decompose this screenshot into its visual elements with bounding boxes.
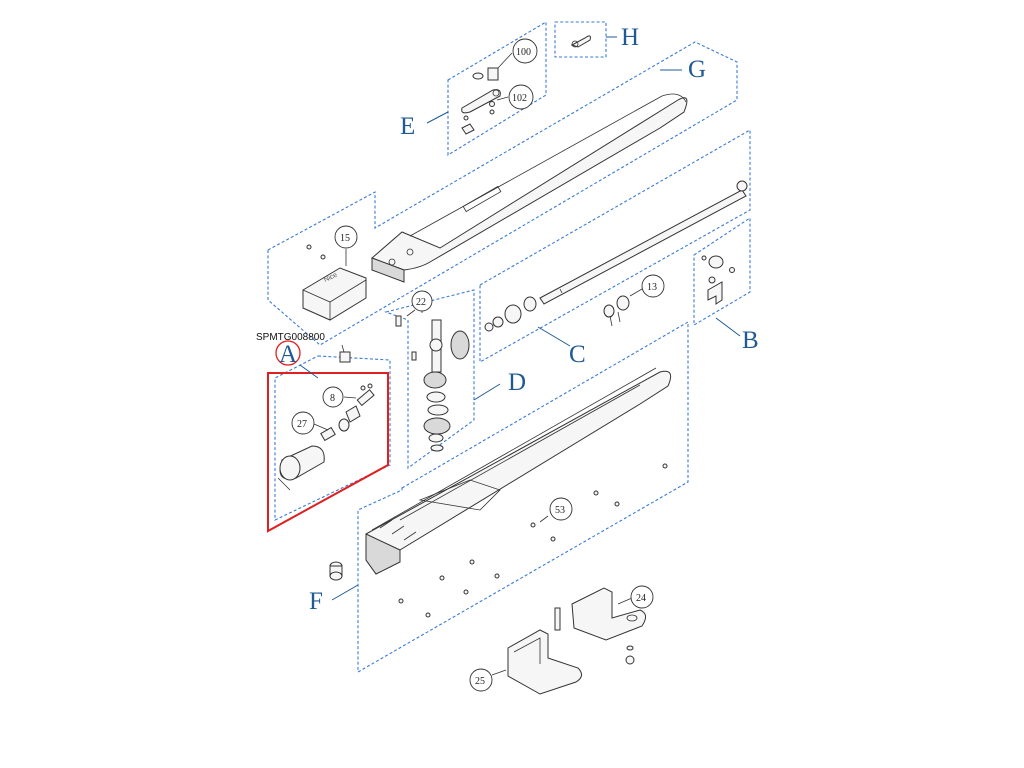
diagram-code-label: SPMTG008800	[256, 332, 325, 343]
callout-8: 8	[330, 393, 335, 404]
callout-24: 24	[636, 593, 646, 604]
callout-22: 22	[416, 297, 426, 308]
callout-27: 27	[297, 419, 307, 430]
frame-group-a-outer	[274, 355, 391, 521]
group-label-c: C	[569, 341, 586, 368]
callout-circle-102	[508, 84, 534, 110]
callout-circle-13	[641, 274, 665, 298]
group-a-circle	[275, 340, 301, 366]
group-label-g: G	[688, 56, 706, 83]
frame-group-c	[479, 129, 751, 363]
callout-circle-53	[549, 497, 573, 521]
callout-102: 102	[512, 93, 527, 104]
worm-screw-part	[484, 180, 748, 332]
callout-100: 100	[516, 47, 531, 58]
frame-group-h	[554, 21, 607, 58]
end-cap-part: Nice	[302, 267, 367, 321]
group-label-h: H	[621, 24, 639, 51]
nut-carriage-part	[701, 255, 735, 305]
actuator-cover-part	[371, 93, 688, 283]
callout-circle-100	[512, 38, 538, 64]
callout-circle-8	[322, 386, 344, 408]
group-label-b: B	[742, 327, 759, 354]
gearbox-parts	[395, 309, 470, 452]
callout-circle-22	[411, 290, 433, 312]
group-label-f: F	[309, 588, 323, 615]
frame-group-f	[357, 321, 689, 673]
callout-circle-15	[334, 225, 358, 249]
callout-13: 13	[647, 282, 657, 293]
rear-bracket-part	[554, 587, 646, 665]
release-lever-parts	[461, 67, 501, 135]
front-bracket-part	[507, 629, 582, 695]
group-label-a: A	[279, 341, 297, 368]
callout-53: 53	[555, 505, 565, 516]
frame-group-b	[693, 216, 751, 326]
release-key-part	[570, 35, 591, 48]
housing-plug-part	[329, 561, 343, 581]
callout-circle-24	[630, 585, 654, 609]
callout-circle-25	[469, 668, 493, 692]
group-label-d: D	[508, 369, 526, 396]
group-label-e: E	[400, 113, 415, 140]
housing-screws	[398, 463, 668, 618]
frame-group-d	[384, 289, 475, 470]
actuator-housing-part	[365, 367, 672, 575]
callout-25: 25	[475, 676, 485, 687]
motor-assembly-parts	[277, 344, 375, 491]
highlight-frame-group-a	[267, 372, 389, 533]
callout-circle-27	[291, 411, 315, 435]
callout-15: 15	[340, 233, 350, 244]
frame-group-g	[267, 41, 738, 346]
